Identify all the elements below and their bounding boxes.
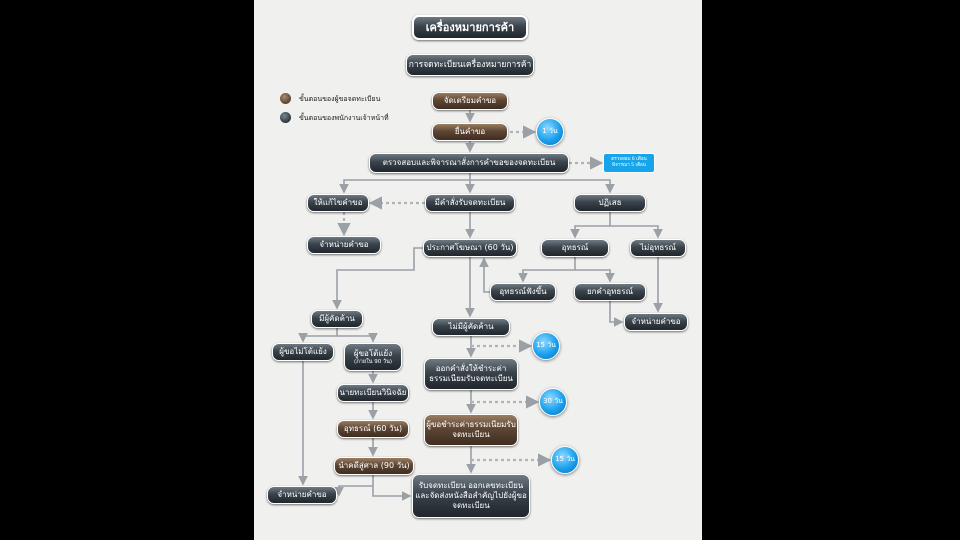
node-appeal: อุทธรณ์ — [541, 239, 609, 257]
node-examine: ตรวจสอบและพิจารณาสั่งการคำขอของจดทะเบียน — [369, 153, 569, 173]
edge-court-withdraw — [334, 485, 373, 497]
node-appeal-60: อุทธรณ์ (60 วัน) — [337, 420, 409, 438]
node-counter-note: (ภายใน 90 วัน) — [353, 358, 393, 365]
edge-appeal-dismissed — [575, 269, 615, 283]
timer-15-days-a: 15 วัน — [532, 332, 560, 360]
edge-heard-publish — [479, 257, 490, 293]
node-order-fee: ออกคำสั่งให้ชำระค่าธรรมเนียมรับจดทะเบียน — [424, 358, 518, 390]
flow-connectors — [298, 110, 663, 501]
edge-court-final — [372, 475, 412, 501]
node-withdraw-3: จำหน่ายคำขอ — [267, 486, 337, 504]
node-opposition: มีผู้คัดค้าน — [311, 310, 363, 328]
edge-examine-reject — [470, 179, 615, 194]
edge-reject-noappeal — [610, 225, 663, 239]
page-title: เครื่องหมายการค้า — [412, 15, 528, 40]
node-pay-fee: ผู้ขอชำระค่าธรรมเนียมรับจดทะเบียน — [424, 414, 518, 446]
timer-exam-line1: ตรวจสอบ 6 เดือน — [611, 157, 647, 163]
legend-applicant-label: ขั้นตอนของผู้ขอจดทะเบียน — [299, 95, 381, 103]
node-final: รับจดทะเบียน ออกเลขทะเบียนและจัดส่งหนังส… — [412, 474, 530, 518]
edge-reject-appeal — [570, 212, 611, 239]
node-order-register: มีคำสั่งรับจดทะเบียน — [425, 194, 515, 212]
legend-officer-label: ขั้นตอนของพนักงานเจ้าหน้าที่ — [299, 114, 389, 122]
edge-opp-counter — [337, 333, 378, 343]
edge-dismissed-withdraw — [609, 301, 624, 327]
node-withdraw-1: จำหน่ายคำขอ — [307, 236, 381, 254]
node-file: ยื่นคำขอ — [432, 123, 508, 141]
flowchart-page: ขั้นตอนของผู้ขอจดทะเบียน ขั้นตอนของพนักง… — [254, 0, 702, 540]
edge-examine-amend — [339, 179, 470, 194]
node-no-appeal: ไม่อุทธรณ์ — [630, 239, 686, 257]
node-appeal-heard: อุทธรณ์ฟังขึ้น — [490, 283, 556, 301]
node-appeal-dismissed: ยกคำอุทธรณ์ — [574, 283, 646, 301]
node-no-counter: ผู้ขอไม่โต้แย้ง — [272, 343, 334, 361]
node-publish: ประกาศโฆษณา (60 วัน) — [423, 239, 517, 257]
page-subtitle: การจดทะเบียนเครื่องหมายการค้า — [406, 54, 534, 76]
node-court-90: นำคดีสู่ศาล (90 วัน) — [334, 457, 414, 475]
legend-officer-swatch — [280, 112, 291, 123]
node-amend: ให้แก้ไขคำขอ — [307, 194, 369, 212]
node-registrar-decide: นายทะเบียนวินิจฉัย — [337, 384, 409, 402]
edge-opp-nocounter — [298, 328, 338, 343]
node-reject: ปฏิเสธ — [574, 194, 646, 212]
node-counter-label: ผู้ขอโต้แย้ง — [353, 348, 393, 358]
legend-applicant-swatch — [280, 93, 291, 104]
node-withdraw-2: จำหน่ายคำขอ — [624, 313, 688, 331]
timer-15-days-b: 15 วัน — [551, 446, 579, 474]
node-counter: ผู้ขอโต้แย้ง (ภายใน 90 วัน) — [344, 343, 402, 371]
edge-appeal-heard — [518, 257, 576, 283]
timer-one-day: 1 วัน — [536, 118, 564, 146]
edge-publish-opposition — [332, 247, 423, 310]
node-prepare: จัดเตรียมคำขอ — [432, 92, 508, 110]
node-no-opposition: ไม่มีผู้คัดค้าน — [432, 318, 510, 336]
timer-exam-line2: พิจารณา 5 เดือน — [612, 163, 646, 168]
timer-exam: ตรวจสอบ 6 เดือน พิจารณา 5 เดือน — [603, 153, 655, 173]
timer-30-days: 30 วัน — [539, 388, 567, 416]
